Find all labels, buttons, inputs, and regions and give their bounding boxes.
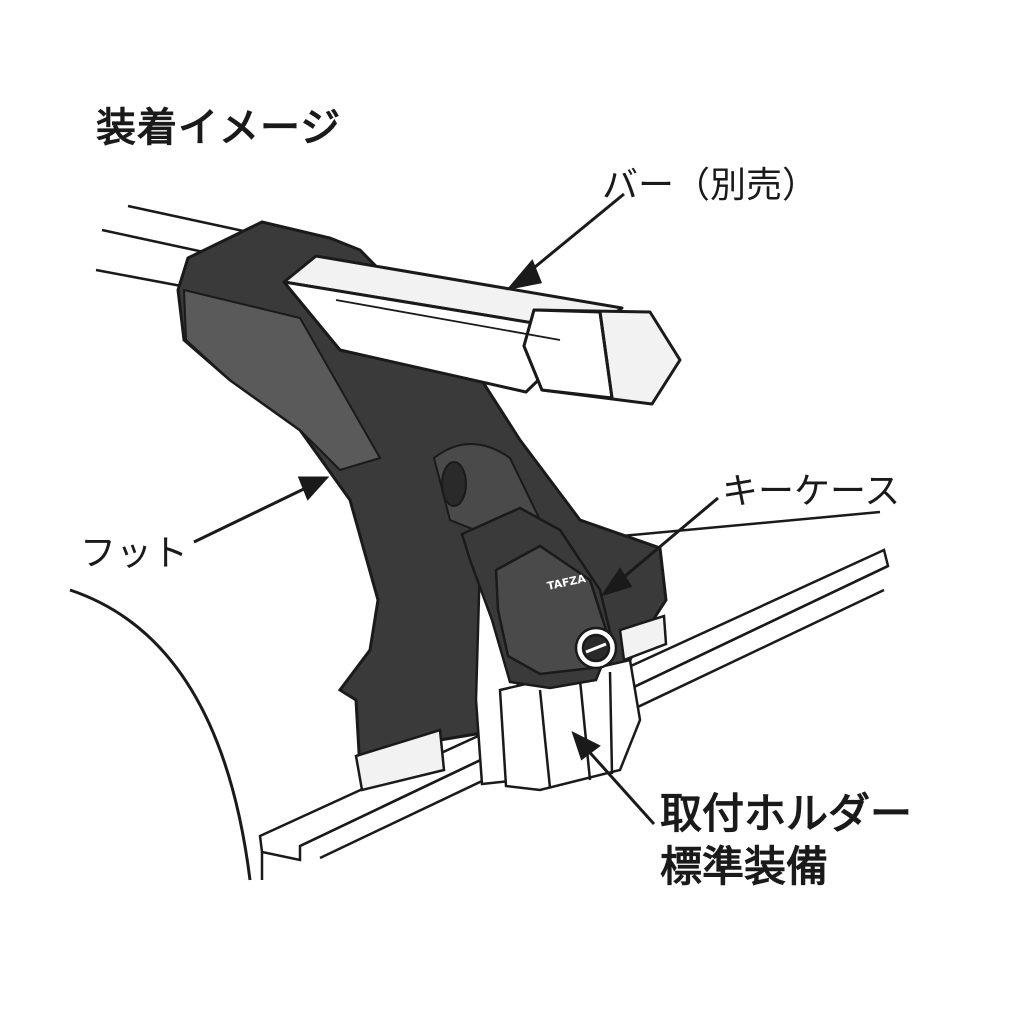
bar-label: バー（別売） [602,165,819,206]
holder-label-line1: 取付ホルダー [660,789,913,838]
holder-label: 取付ホルダー 標準装備 [660,788,912,894]
holder-arrow-icon [571,731,601,761]
key-case: TAFZA [460,506,618,690]
holder-label-line2: 標準装備 [660,841,829,891]
leader-arrows [193,192,719,826]
key-case-label: キーケース [722,471,901,512]
diagram-title: 装着イメージ [96,105,342,151]
foot-label: フット [80,533,189,574]
bar-arrow-icon [506,259,543,291]
car-body-outline [69,588,252,881]
roof-bar [282,254,682,406]
mounting-holder [474,558,642,792]
key-case-arrow-icon [600,567,633,597]
foot-arrow-icon [297,476,330,501]
